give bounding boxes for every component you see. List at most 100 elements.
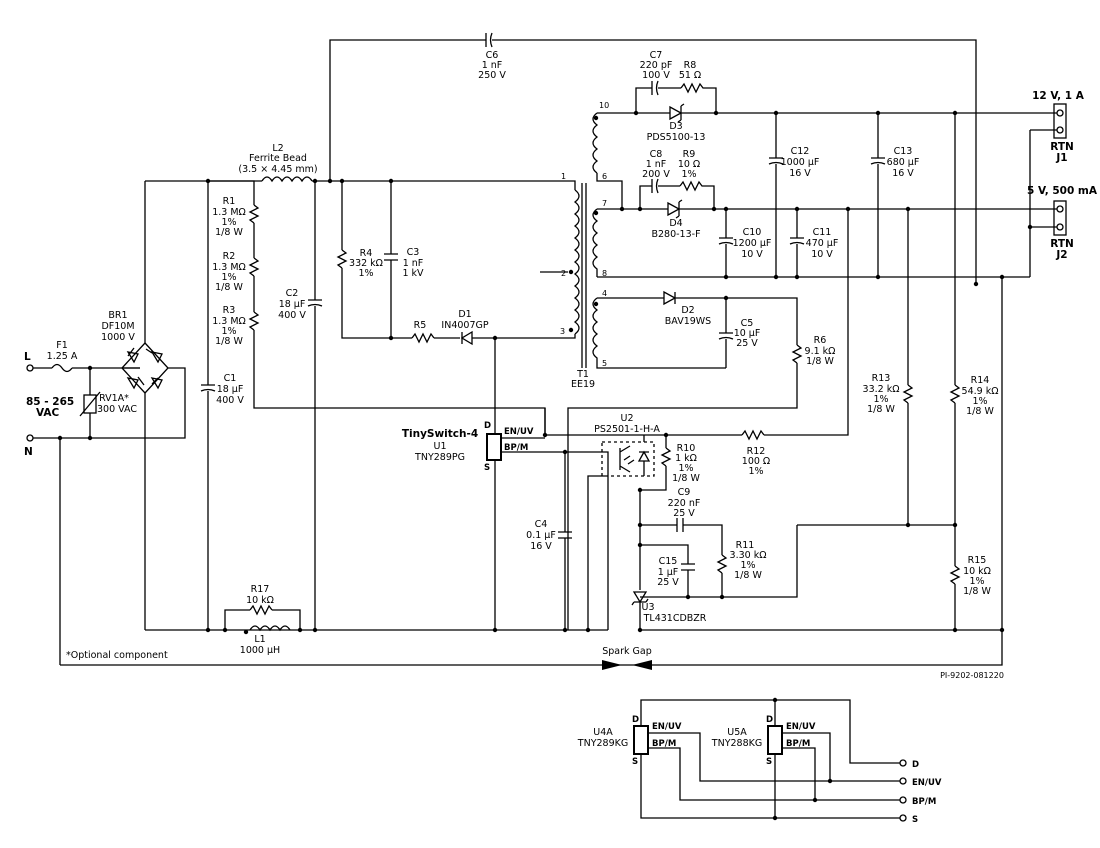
- u3-ref: U3: [642, 602, 655, 613]
- u4a-pin-en: EN/UV: [652, 722, 682, 732]
- u5a-pin-bp: BP/M: [786, 739, 810, 749]
- l2-ref: L2: [272, 143, 283, 154]
- t1-pin-7: 7: [602, 199, 607, 208]
- capacitor-c10-symbol: [718, 237, 734, 245]
- resistor-r4-symbol: [336, 249, 348, 269]
- r4-value: 332 kΩ: [349, 258, 383, 269]
- resistor-r12-symbol: [741, 429, 765, 441]
- transformer-t1: T1 EE19 1 2 3 4 5 6 7 8 10: [540, 101, 1030, 390]
- diode-d3-symbol: [669, 105, 683, 121]
- resistor-r8-symbol: [680, 82, 717, 113]
- r14-power: 1/8 W: [966, 406, 994, 417]
- d1-ref: D1: [458, 309, 471, 320]
- c3-ref: C3: [407, 247, 420, 258]
- t1-part: EE19: [571, 379, 595, 390]
- u1-controller: D S EN/UV BP/M TinySwitch-4 U1 TNY289PG …: [402, 209, 849, 630]
- resistor-r9-symbol: [679, 180, 715, 209]
- diode-d2-symbol: [663, 290, 677, 306]
- r9-ref: R9: [683, 149, 696, 160]
- capacitor-c15-symbol: [681, 563, 695, 571]
- r12-ref: R12: [747, 446, 766, 457]
- resistor-r2-symbol: [248, 257, 260, 277]
- output-5v: C8 1 nF 200 V R9 10 Ω 1% D4 B280-13-F C1…: [619, 149, 1098, 280]
- capacitor-c5-symbol: [718, 332, 734, 340]
- c8-ref: C8: [650, 149, 663, 160]
- capacitor-c2-symbol: [307, 299, 323, 307]
- r14-value: 54.9 kΩ: [962, 386, 999, 397]
- diode-d4-symbol: [667, 201, 681, 217]
- d1-part: IN4007GP: [441, 320, 488, 331]
- capacitor-c12-symbol: [768, 157, 784, 165]
- j1-rating: 12 V, 1 A: [1032, 90, 1085, 102]
- c7-value: 220 pF: [640, 60, 673, 71]
- br1-ref: BR1: [108, 310, 127, 321]
- c2-value: 18 µF: [279, 299, 306, 310]
- c12-rating: 16 V: [789, 168, 811, 179]
- r8-ref: R8: [684, 60, 697, 71]
- u4a-pin-s: S: [632, 757, 638, 767]
- optional-note: *Optional component: [66, 650, 168, 661]
- l2-size: (3.5 × 4.45 mm): [238, 164, 317, 175]
- r9-tol: 1%: [681, 169, 696, 180]
- u2-optocoupler: U2 PS2501-1-H-A R10 1 kΩ 1% 1/8 W R12 10…: [587, 413, 770, 630]
- neutral-terminal: [26, 434, 34, 442]
- r2-tol: 1%: [221, 272, 236, 283]
- r15-power: 1/8 W: [963, 586, 991, 597]
- c8-value: 1 nF: [646, 159, 667, 170]
- output-12v: C7 220 pF 100 V R8 51 Ω D3 PDS5100-13 C1…: [610, 50, 1085, 287]
- u5a-pin-s: S: [766, 757, 772, 767]
- j2-ref: J2: [1055, 249, 1067, 261]
- capacitor-c11-symbol: [789, 237, 805, 245]
- rv1a-value: 300 VAC: [97, 404, 137, 415]
- feedback-network: R13 33.2 kΩ 1% 1/8 W R14 54.9 kΩ 1% 1/8 …: [60, 113, 1005, 666]
- d2-ref: D2: [681, 305, 694, 316]
- c13-value: 680 µF: [887, 157, 920, 168]
- optocoupler-u2-body: [601, 441, 655, 477]
- c5-rating: 25 V: [736, 338, 758, 349]
- u1-ref: U1: [434, 441, 447, 452]
- resistor-r14-symbol: [949, 384, 961, 404]
- br1-value: 1000 V: [101, 332, 135, 343]
- r13-value: 33.2 kΩ: [863, 384, 900, 395]
- r10-value: 1 kΩ: [675, 453, 697, 464]
- connector-j2: [1053, 200, 1067, 236]
- c12-ref: C12: [791, 146, 810, 157]
- resistor-r6-symbol: [791, 344, 803, 364]
- r13-ref: R13: [872, 373, 891, 384]
- c1-value: 18 µF: [217, 384, 244, 395]
- t1-pin-1: 1: [561, 172, 566, 181]
- legend-output-en: EN/UV: [912, 778, 942, 788]
- u4a-pin-bp: BP/M: [652, 739, 676, 749]
- c9-value: 220 nF: [668, 498, 701, 509]
- c13-ref: C13: [894, 146, 913, 157]
- c10-ref: C10: [743, 227, 762, 238]
- neutral-label: N: [24, 446, 33, 458]
- r1-value: 1.3 MΩ: [212, 207, 246, 218]
- f1-value: 1.25 A: [47, 351, 78, 362]
- resistor-r10-symbol: [660, 447, 672, 467]
- emi-filter: R17 10 kΩ L1 1000 µH: [224, 584, 303, 656]
- r15-tol: 1%: [969, 576, 984, 587]
- c10-value: 1200 µF: [733, 238, 772, 249]
- c7-ref: C7: [650, 50, 663, 61]
- c10-rating: 10 V: [741, 249, 763, 260]
- r3-value: 1.3 MΩ: [212, 316, 246, 327]
- resistor-r13-symbol: [902, 384, 914, 404]
- t1-pin-4: 4: [602, 289, 607, 298]
- t1-pin-5: 5: [602, 359, 607, 368]
- d3-ref: D3: [669, 121, 682, 132]
- j2-rtn: RTN: [1050, 238, 1074, 250]
- u5a-pin-en: EN/UV: [786, 722, 816, 732]
- r8-value: 51 Ω: [679, 70, 701, 81]
- d4-part: B280-13-F: [651, 229, 700, 240]
- c2-ref: C2: [286, 288, 299, 299]
- r3-tol: 1%: [221, 326, 236, 337]
- u4a-ref: U4A: [593, 727, 613, 738]
- c15-rating: 25 V: [657, 577, 679, 588]
- r12-tol: 1%: [748, 466, 763, 477]
- c6-ref: C6: [486, 50, 499, 61]
- ic-u4a-body: [633, 725, 649, 755]
- r15-value: 10 kΩ: [963, 566, 991, 577]
- ferrite-bead-l2-symbol: [261, 176, 313, 183]
- r2-ref: R2: [223, 251, 236, 262]
